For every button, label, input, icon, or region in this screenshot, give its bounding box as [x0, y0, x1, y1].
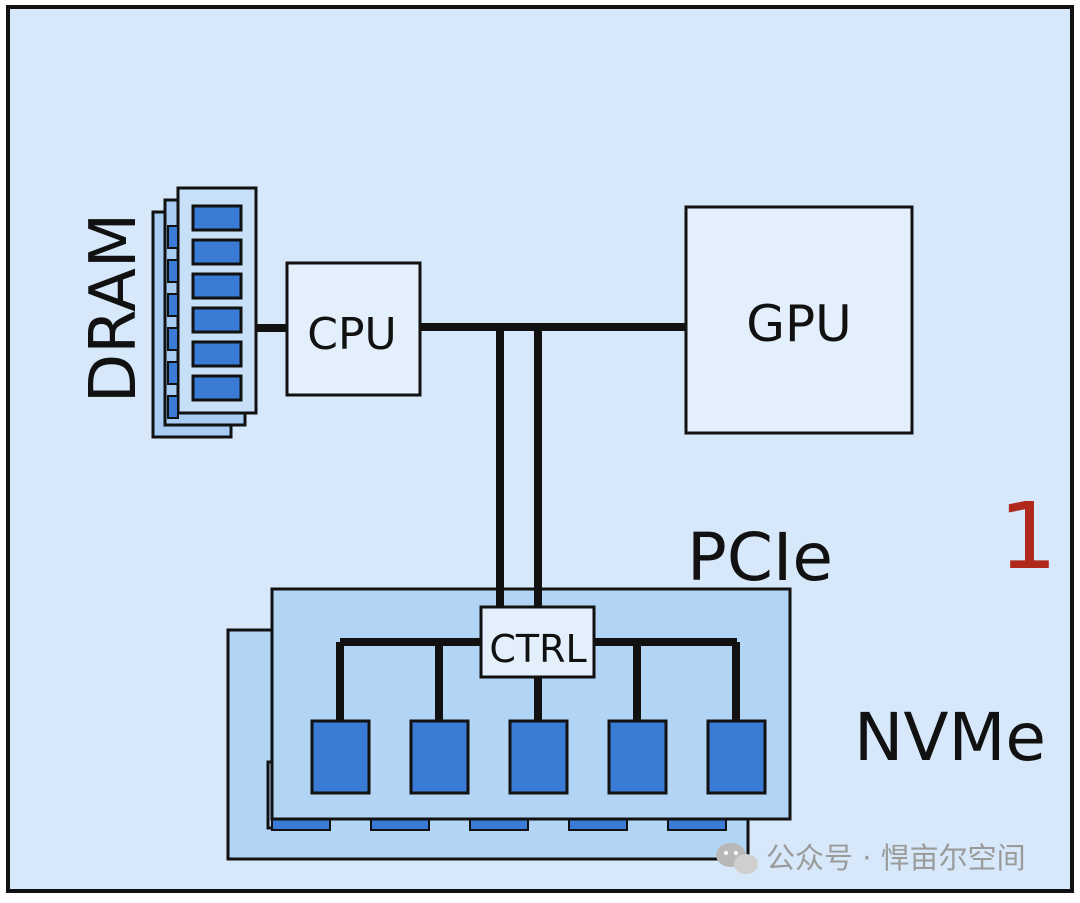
dram-chip-back [167, 293, 179, 317]
pcie-lanes [496, 327, 542, 610]
dram-chip-back [167, 225, 179, 249]
watermark: 公众号 · 悍亩尔空间 [716, 841, 1026, 875]
nand-chip [409, 719, 470, 795]
nand-chip [310, 719, 371, 795]
dram-label: DRAM [77, 213, 151, 403]
dram-chip-back [167, 259, 179, 283]
nand-chip [706, 719, 767, 795]
ctrl-box [479, 605, 596, 679]
dram-chip [191, 340, 243, 368]
dram-chip-back [167, 361, 179, 385]
dram-chip [191, 238, 243, 266]
nand-chip [607, 719, 668, 795]
watermark-text: 公众号 · 悍亩尔空间 [766, 841, 1026, 875]
nand-chips [310, 719, 767, 795]
wechat-icon [716, 843, 758, 874]
cpu-box [285, 261, 422, 397]
dram-chip [191, 306, 243, 334]
cpu-label: CPU [307, 309, 396, 360]
pcie-label: PCIe [687, 519, 833, 596]
dram-chip [191, 272, 243, 300]
dram-chips [167, 204, 243, 419]
nand-back-chips [271, 817, 727, 831]
dram-chip [191, 204, 243, 232]
dram-modules [151, 186, 258, 439]
dram-chip-back [167, 395, 179, 419]
dram-chip [191, 374, 243, 402]
figure-number: 1 [999, 483, 1058, 590]
gpu-box [684, 205, 914, 435]
nvme-ssd: CTRL [226, 587, 792, 861]
nand-chip [508, 719, 569, 795]
nvme-label: NVMe [854, 699, 1046, 776]
ctrl-label: CTRL [489, 627, 586, 671]
gpu-label: GPU [746, 295, 852, 353]
dram-chip-back [167, 327, 179, 351]
